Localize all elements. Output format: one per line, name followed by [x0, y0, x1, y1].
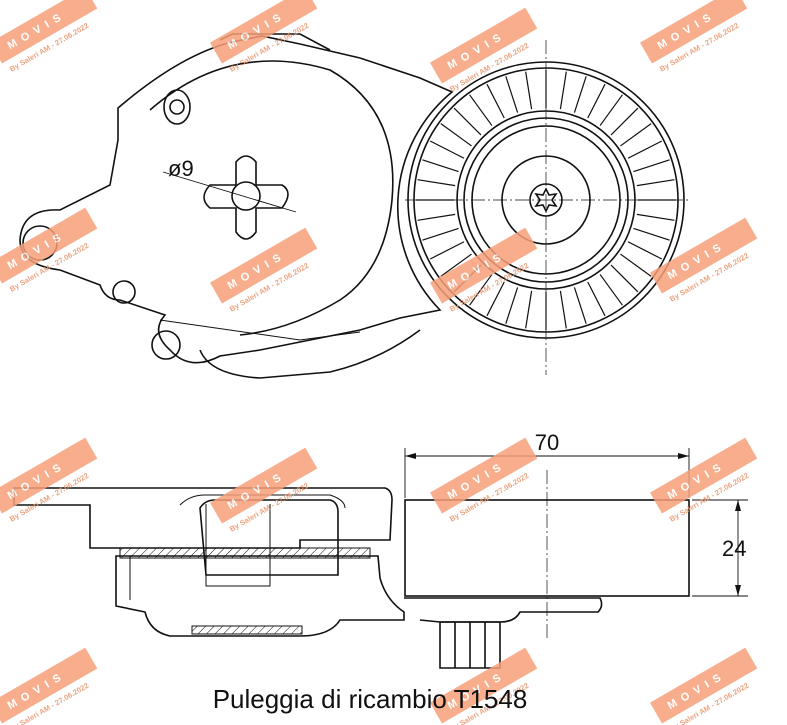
pulley-spoke [627, 140, 663, 159]
height-dimension-label: 24 [722, 536, 746, 561]
pulley-spoke [453, 107, 482, 136]
pulley-spoke [417, 179, 456, 187]
side-housing-detail [129, 504, 271, 600]
body-lower-lobe [199, 329, 421, 379]
side-arm-plate [13, 487, 393, 549]
pulley-spoke [486, 281, 505, 317]
pulley-spoke [440, 253, 472, 277]
pulley-spokes [416, 70, 676, 330]
side-base-hatched [191, 625, 303, 635]
pulley-spoke [422, 159, 459, 173]
pulley-spoke [486, 83, 505, 119]
side-washer-hatched [119, 547, 371, 559]
pulley-spoke [633, 159, 670, 173]
pulley-spoke [610, 264, 639, 293]
pulley-spoke [633, 227, 670, 241]
pulley-spoke [417, 213, 456, 221]
side-pivot-block [199, 499, 339, 576]
pulley-spoke [559, 290, 567, 329]
pulley-spoke [559, 71, 567, 110]
pulley-top-view [405, 40, 690, 375]
pulley-spoke [573, 76, 587, 113]
diameter-label: ø9 [168, 156, 194, 181]
side-bottom-bolt [439, 621, 501, 669]
pivot-hole [231, 181, 261, 211]
drawing-caption: Puleggia di ricambio T1548 [212, 684, 528, 714]
pulley-spoke [587, 281, 606, 317]
pulley-spoke [429, 241, 465, 260]
tensioner-arm-outline [19, 35, 454, 364]
body-inner-edge [159, 319, 361, 341]
pulley-spoke [505, 287, 519, 324]
pulley-spoke [429, 140, 465, 159]
pulley-spoke [505, 76, 519, 113]
dimension-height: 24 [692, 499, 748, 597]
pulley-spoke [599, 94, 623, 126]
pulley-spoke [627, 241, 663, 260]
pulley-spoke [610, 107, 639, 136]
side-spring-housing [115, 555, 405, 637]
diameter-leader [162, 171, 297, 213]
pulley-spoke [599, 274, 623, 306]
pulley-spoke [469, 94, 493, 126]
body-curve [149, 60, 394, 336]
tensioner-top-view: ø9 [19, 33, 454, 379]
pulley-spoke [440, 123, 472, 147]
pulley-spoke [573, 287, 587, 324]
pulley-spoke [620, 253, 652, 277]
pulley-spoke [525, 290, 533, 329]
pulley-spoke [620, 123, 652, 147]
pivot-cross [203, 155, 289, 240]
pivot-boss [163, 89, 191, 125]
pulley-spoke [525, 71, 533, 110]
pulley-spoke [636, 213, 675, 221]
mounting-hole-small [112, 280, 136, 304]
width-dimension-label: 70 [535, 430, 559, 455]
pulley-spoke [469, 274, 493, 306]
side-base-plate [404, 597, 603, 623]
mounting-lug-hole [151, 330, 181, 360]
pivot-boss-inner [169, 99, 185, 115]
pulley-spoke [587, 83, 606, 119]
pulley-spoke [636, 179, 675, 187]
tensioner-side-view [13, 470, 690, 669]
pulley-spoke [422, 227, 459, 241]
